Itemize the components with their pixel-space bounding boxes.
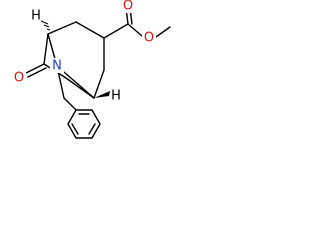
ketone-oxygen-label: O xyxy=(14,71,24,86)
wedge-bond-bottom xyxy=(94,91,110,98)
bond-c1-c6 xyxy=(43,33,49,65)
bond-c1-c2 xyxy=(47,21,77,35)
bond-oxygen-methyl xyxy=(155,26,171,38)
bond-c2-c3 xyxy=(75,21,105,39)
molecule-structure: N O O O H H xyxy=(12,0,171,139)
stereo-h-bottom-label: H xyxy=(111,89,121,104)
bond-ch2-ring xyxy=(63,97,77,111)
carbonyl-oxygen-label: O xyxy=(123,0,133,14)
bond-carbonyl-oxygen xyxy=(127,23,143,37)
ketone-double-bond xyxy=(25,63,47,78)
bond-c3-carbonyl xyxy=(103,23,129,39)
stereo-h-top-label: H xyxy=(31,9,41,24)
nitrogen-label: N xyxy=(52,59,62,74)
atom-labels: N O O O H H xyxy=(12,0,156,104)
phenyl-ring xyxy=(67,109,101,139)
bond-c4-c5 xyxy=(93,69,105,99)
hashed-bond-top xyxy=(40,20,51,31)
ester-oxygen-label: O xyxy=(144,31,154,46)
